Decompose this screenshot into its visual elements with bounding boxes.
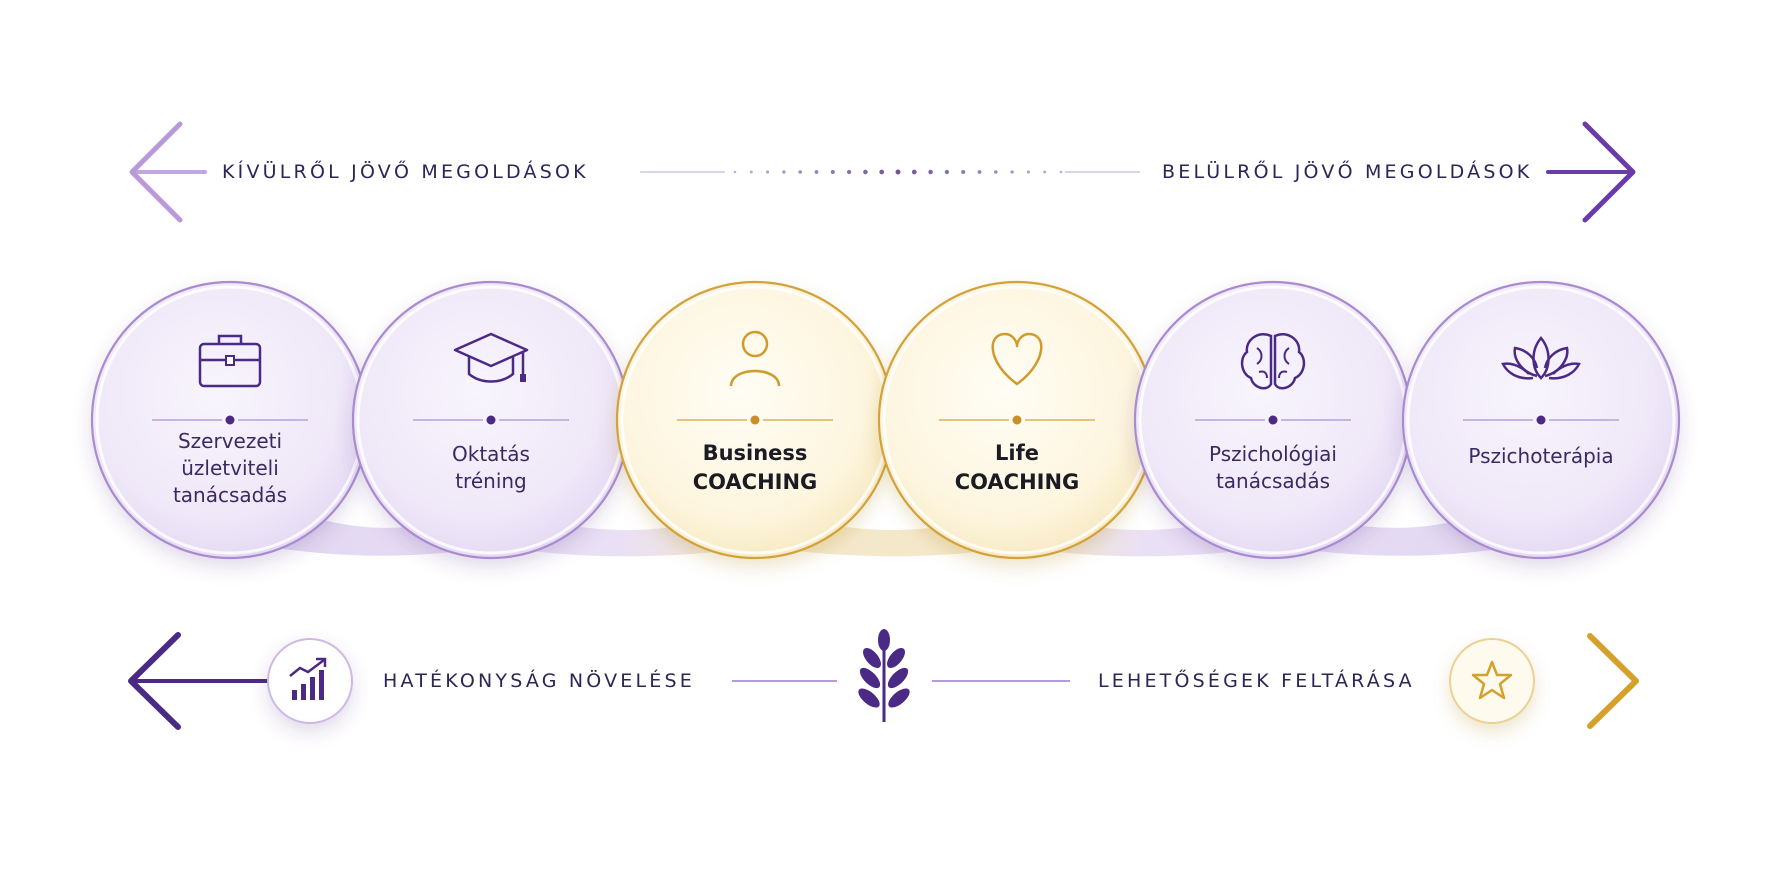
- person-icon: [729, 330, 781, 387]
- circle-label-line: COACHING: [954, 470, 1080, 494]
- bottom-right-label: LEHETŐSÉGEK FELTÁRÁSA: [1098, 670, 1415, 692]
- circle-label: Pszichológiai tanácsadás: [1163, 441, 1383, 495]
- bottom-left-label: HATÉKONYSÁG NÖVELÉSE: [383, 670, 695, 692]
- top-left-label: KÍVÜLRŐL JÖVŐ MEGOLDÁSOK: [222, 161, 589, 183]
- top-right-label: BELÜLRŐL JÖVŐ MEGOLDÁSOK: [1162, 161, 1533, 183]
- circle-5: [1133, 280, 1413, 560]
- lotus-icon: [1501, 336, 1581, 380]
- circle-label-line: Pszichoterápia: [1468, 443, 1614, 468]
- circle-label: Oktatás tréning: [381, 441, 601, 495]
- star-icon: [1449, 638, 1535, 724]
- circle-label-line: COACHING: [692, 470, 818, 494]
- circle-label: Pszichoterápia: [1431, 443, 1651, 470]
- divider-dot: [750, 415, 760, 425]
- circle-label-line: Szervezeti: [177, 428, 283, 453]
- divider-dot: [225, 415, 235, 425]
- circle-label-line: Pszichológiai: [1209, 442, 1337, 466]
- circle-2: [351, 280, 631, 560]
- divider-dot: [486, 415, 496, 425]
- bottom-left-arrow: [128, 632, 272, 730]
- circle-label-line: Business: [702, 441, 808, 465]
- divider-dot: [1268, 415, 1278, 425]
- heart-icon: [991, 332, 1043, 386]
- circle-4: [877, 280, 1157, 560]
- top-dotted-connector: [640, 169, 1140, 175]
- leaf-branch-icon: [858, 629, 910, 722]
- circle-label-line: üzletviteli: [181, 455, 279, 480]
- circle-label-line: Life: [995, 441, 1039, 465]
- top-left-arrow: [129, 121, 207, 223]
- circle-label-line: Oktatás: [452, 442, 530, 466]
- circle-label-line: tanácsadás: [172, 482, 288, 507]
- top-right-arrow: [1546, 121, 1636, 223]
- circle-3: [615, 280, 895, 560]
- divider-dot: [1012, 415, 1022, 425]
- briefcase-icon: [198, 334, 262, 388]
- circle-label-line: tréning: [455, 469, 527, 493]
- circle-label-line: tanácsadás: [1215, 469, 1331, 493]
- graduation-cap-icon: [453, 332, 529, 383]
- growth-chart-icon: [267, 638, 353, 724]
- circle-1: [90, 280, 370, 560]
- brain-icon: [1240, 333, 1306, 390]
- circle-6: [1401, 280, 1681, 560]
- bottom-right-arrow: [1532, 633, 1639, 729]
- divider-dot: [1536, 415, 1546, 425]
